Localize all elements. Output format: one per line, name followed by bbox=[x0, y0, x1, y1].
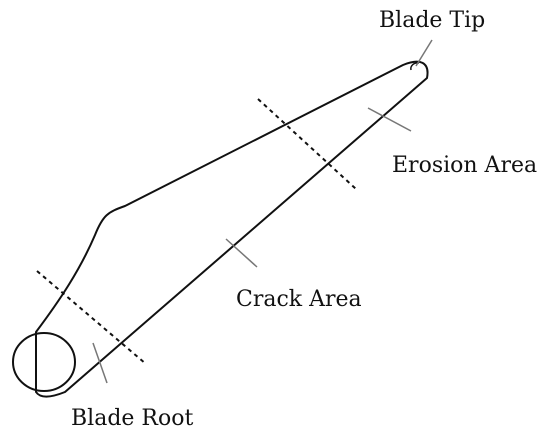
root-section-divider bbox=[36, 270, 147, 365]
blade-root-circle bbox=[12, 332, 76, 392]
blade-root-label: Blade Root bbox=[71, 406, 194, 431]
erosion-area-label: Erosion Area bbox=[392, 153, 538, 178]
crack-area-label: Crack Area bbox=[236, 287, 362, 312]
erosion-area-leader bbox=[367, 107, 412, 132]
blade-outline bbox=[35, 60, 429, 398]
blade-tip-label: Blade Tip bbox=[379, 8, 486, 33]
blade-tip-leader bbox=[415, 39, 433, 67]
crack-area-leader bbox=[225, 238, 258, 268]
blade-root-leader bbox=[92, 342, 108, 384]
tip-section-divider bbox=[257, 98, 357, 190]
